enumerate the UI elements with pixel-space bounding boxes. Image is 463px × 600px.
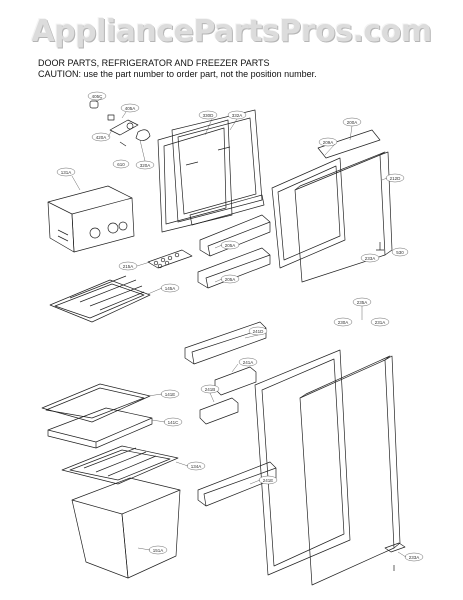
svg-text:231A: 231A: [375, 320, 386, 325]
leader-lines: [71, 97, 407, 558]
svg-text:420A: 420A: [96, 135, 107, 140]
callout-405c: 405C: [87, 91, 107, 101]
svg-text:200A: 200A: [347, 120, 358, 125]
callout-530: 530: [391, 247, 409, 257]
svg-text:241B: 241B: [205, 387, 216, 392]
door-bin-small-left: [199, 397, 239, 425]
inner-door-panel-rear: [157, 119, 233, 233]
callout-233a-lower: 233A: [404, 552, 424, 562]
callout-241a: 241A: [238, 357, 258, 367]
egg-tray: [147, 249, 193, 269]
callout-131a: 131A: [56, 167, 76, 177]
door-bin-lower: [197, 461, 277, 507]
svg-text:209A: 209A: [323, 140, 334, 145]
freezer-wire-shelf: [49, 275, 151, 323]
callout-230a: 230A: [333, 317, 353, 327]
svg-text:233A: 233A: [365, 256, 376, 261]
fresh-food-door-gasket: [254, 349, 351, 576]
callout-405a: 405A: [120, 103, 140, 113]
svg-text:151A: 151A: [153, 548, 164, 553]
callout-145a: 145A: [160, 283, 180, 293]
diagram-title: DOOR PARTS, REFRIGERATOR AND FREEZER PAR…: [38, 58, 270, 68]
callout-233a-upper: 233A: [360, 253, 380, 263]
door-bin-small-right: [214, 366, 257, 396]
screw: [376, 242, 384, 251]
svg-text:141C: 141C: [168, 420, 180, 425]
glass-shelf: [41, 383, 151, 423]
callout-241e: 241E: [258, 475, 278, 485]
fresh-food-door: [299, 355, 401, 586]
svg-text:405C: 405C: [92, 94, 104, 99]
callout-205a-lower: 205A: [220, 274, 240, 284]
callout-134a: 134A: [186, 461, 206, 471]
crisper-drawer: [71, 477, 181, 579]
callout-330d: 330D: [198, 110, 218, 120]
crisper-cover: [61, 445, 179, 485]
callout-610: 610: [112, 159, 130, 169]
callout-212d: 212D: [385, 173, 405, 183]
callout-320a: 320A: [135, 160, 155, 170]
svg-text:230A: 230A: [338, 320, 349, 325]
svg-text:241A: 241A: [243, 360, 254, 365]
svg-text:610: 610: [117, 162, 125, 167]
callout-209a: 209A: [318, 137, 338, 147]
svg-text:145A: 145A: [165, 286, 176, 291]
page-heading: DOOR PARTS, REFRIGERATOR AND FREEZER PAR…: [38, 58, 317, 80]
freezer-door-shelf-upper: [199, 214, 271, 257]
bottom-hinge: [384, 542, 406, 571]
svg-text:233A: 233A: [409, 555, 420, 560]
callout-420a: 420A: [91, 132, 111, 142]
svg-text:330D: 330D: [203, 113, 215, 118]
freezer-door-shelf-lower: [197, 247, 271, 289]
callout-215a: 215A: [118, 261, 138, 271]
callout-235a: 235A: [352, 297, 372, 307]
svg-text:241D: 241D: [253, 329, 265, 334]
callout-200a: 200A: [342, 117, 362, 127]
svg-text:530: 530: [396, 250, 404, 255]
callout-205a-upper: 205A: [220, 240, 240, 250]
callout-231a: 231A: [370, 317, 390, 327]
svg-text:215A: 215A: [123, 264, 134, 269]
freezer-door-top-cap: [317, 129, 381, 159]
svg-text:131A: 131A: [61, 170, 72, 175]
callout-151a: 151A: [148, 545, 168, 555]
hinge-bracket-group: [89, 100, 151, 147]
callout-141e: 141E: [160, 389, 180, 399]
svg-text:241E: 241E: [263, 478, 274, 483]
watermark: AppliancePartsPros.com: [31, 14, 432, 49]
svg-text:205A: 205A: [225, 243, 236, 248]
svg-text:332A: 332A: [232, 113, 243, 118]
svg-text:405A: 405A: [125, 106, 136, 111]
callout-332a: 332A: [227, 110, 247, 120]
freezer-door-gasket: [271, 157, 346, 269]
svg-text:141E: 141E: [165, 392, 176, 397]
svg-text:235A: 235A: [357, 300, 368, 305]
caution-note: CAUTION: use the part number to order pa…: [38, 69, 317, 79]
ice-maker-assembly: [47, 185, 135, 253]
svg-text:134A: 134A: [191, 464, 202, 469]
callout-241d: 241D: [248, 326, 268, 336]
svg-text:205A: 205A: [225, 277, 236, 282]
door-bin-upper: [184, 321, 267, 365]
callout-141c: 141C: [163, 417, 183, 427]
freezer-door: [294, 151, 393, 283]
callout-241b: 241B: [200, 384, 220, 394]
svg-text:320A: 320A: [140, 163, 151, 168]
inner-door-panel-front: [171, 109, 265, 226]
svg-text:212D: 212D: [390, 176, 402, 181]
